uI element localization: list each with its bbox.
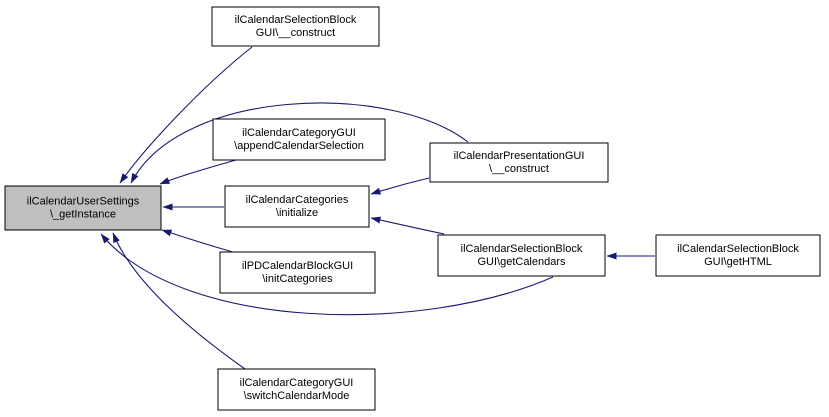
node-categories-initialize[interactable]: ilCalendarCategories\initialize [224,185,370,228]
edge-category-append-calendar-selection-to-user-settings-get-instance [159,159,237,185]
node-label-line2: \initialize [276,207,318,219]
node-user-settings-get-instance: ilCalendarUserSettings\_getInstance [4,185,162,231]
node-label-line1: ilCalendarSelectionBlock [235,14,357,26]
node-label-line2: GUI\getHTML [704,256,772,268]
node-box [212,118,386,161]
node-box [211,6,380,47]
edge-selection-block-get-calendars-to-user-settings-get-instance [100,233,554,316]
node-label-line1: ilCalendarCategories [246,194,349,206]
edge-selection-block-get-calendars-to-categories-initialize [370,216,445,235]
edge-presentation-construct-to-user-settings-get-instance [130,102,469,184]
node-box [224,185,370,228]
node-label-line1: ilCalendarSelectionBlock [677,243,799,255]
edge-selection-block-construct-to-user-settings-get-instance [119,46,253,184]
node-label-line2: \_getInstance [50,209,116,221]
node-label-line2: GUI\__construct [256,27,335,39]
node-presentation-construct[interactable]: ilCalendarPresentationGUI\__construct [429,142,609,183]
node-label-line1: ilCalendarPresentationGUI [454,150,585,162]
node-label-line1: ilCalendarCategoryGUI [240,377,354,389]
node-box [429,142,609,183]
node-category-append-calendar-selection[interactable]: ilCalendarCategoryGUI\appendCalendarSele… [212,118,386,161]
node-label-line1: ilPDCalendarBlockGUI [242,260,353,272]
node-label-line2: \switchCalendarMode [244,390,350,402]
edge-presentation-construct-to-categories-initialize [370,177,430,195]
node-label-line1: ilCalendarCategoryGUI [242,127,356,139]
edge-pd-calendar-init-categories-to-user-settings-get-instance [161,229,237,254]
node-label-line2: \__construct [489,163,549,175]
edge-category-switch-calendar-mode-to-user-settings-get-instance [112,232,246,370]
node-label-line2: \appendCalendarSelection [234,140,364,152]
node-label-line2: GUI\getCalendars [477,256,566,268]
node-box [217,368,376,411]
node-label-line1: ilCalendarSelectionBlock [461,243,583,255]
node-box [4,185,162,231]
node-box [219,251,376,294]
node-category-switch-calendar-mode[interactable]: ilCalendarCategoryGUI\switchCalendarMode [217,368,376,411]
node-label-line2: \initCategories [262,273,333,285]
node-label-line1: ilCalendarUserSettings [27,196,140,208]
node-pd-calendar-init-categories[interactable]: ilPDCalendarBlockGUI\initCategories [219,251,376,294]
node-box [437,234,606,277]
node-box [655,234,821,277]
